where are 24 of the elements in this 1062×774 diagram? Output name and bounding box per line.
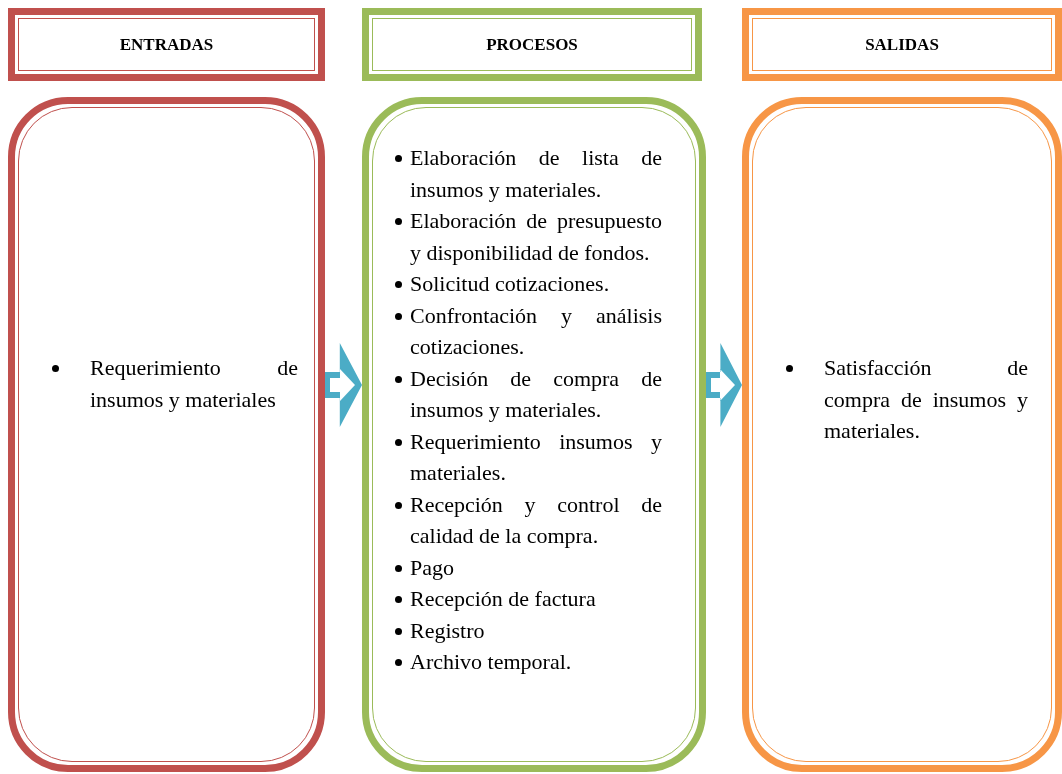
bullet-item: Elaboración de lista de insumos y materiales. [390,142,662,205]
rounded-panel [8,97,325,772]
bullet-item: Satisfacción de compra de insumos y materiales. [780,352,1028,447]
bullet-item: Confrontación y análisis cotizaciones. [390,299,662,363]
bullet-item: Requerimiento de insumos y materiales [46,352,298,415]
header-box [742,8,1062,81]
rounded-panel [362,97,706,772]
bullet-item: Recepción y control de calidad de la compra. [390,488,662,552]
header-text: ENTRADAS [119,34,214,55]
bullet-item: Requerimiento insumos y materiales. [390,425,662,489]
rounded-panel [742,97,1062,772]
header-text: SALIDAS [865,34,939,55]
bullet-item: Elaboración de presupuesto y disponibilidad de fondos. [390,205,662,268]
bullet-item: Archivo temporal. [390,646,662,678]
bullet-item: Solicitud cotizaciones. [390,268,662,300]
block-arrow [706,343,742,427]
bullet-item: Recepción de factura [390,583,662,615]
bullet-item: Decisión de compra de insumos y materiales. [390,362,662,426]
block-arrow [325,343,362,427]
header-box [8,8,325,81]
header-text: PROCESOS [486,34,578,55]
bullet-item: Registro [390,614,662,646]
bullet-item: Pago [390,551,662,583]
header-box [362,8,702,81]
